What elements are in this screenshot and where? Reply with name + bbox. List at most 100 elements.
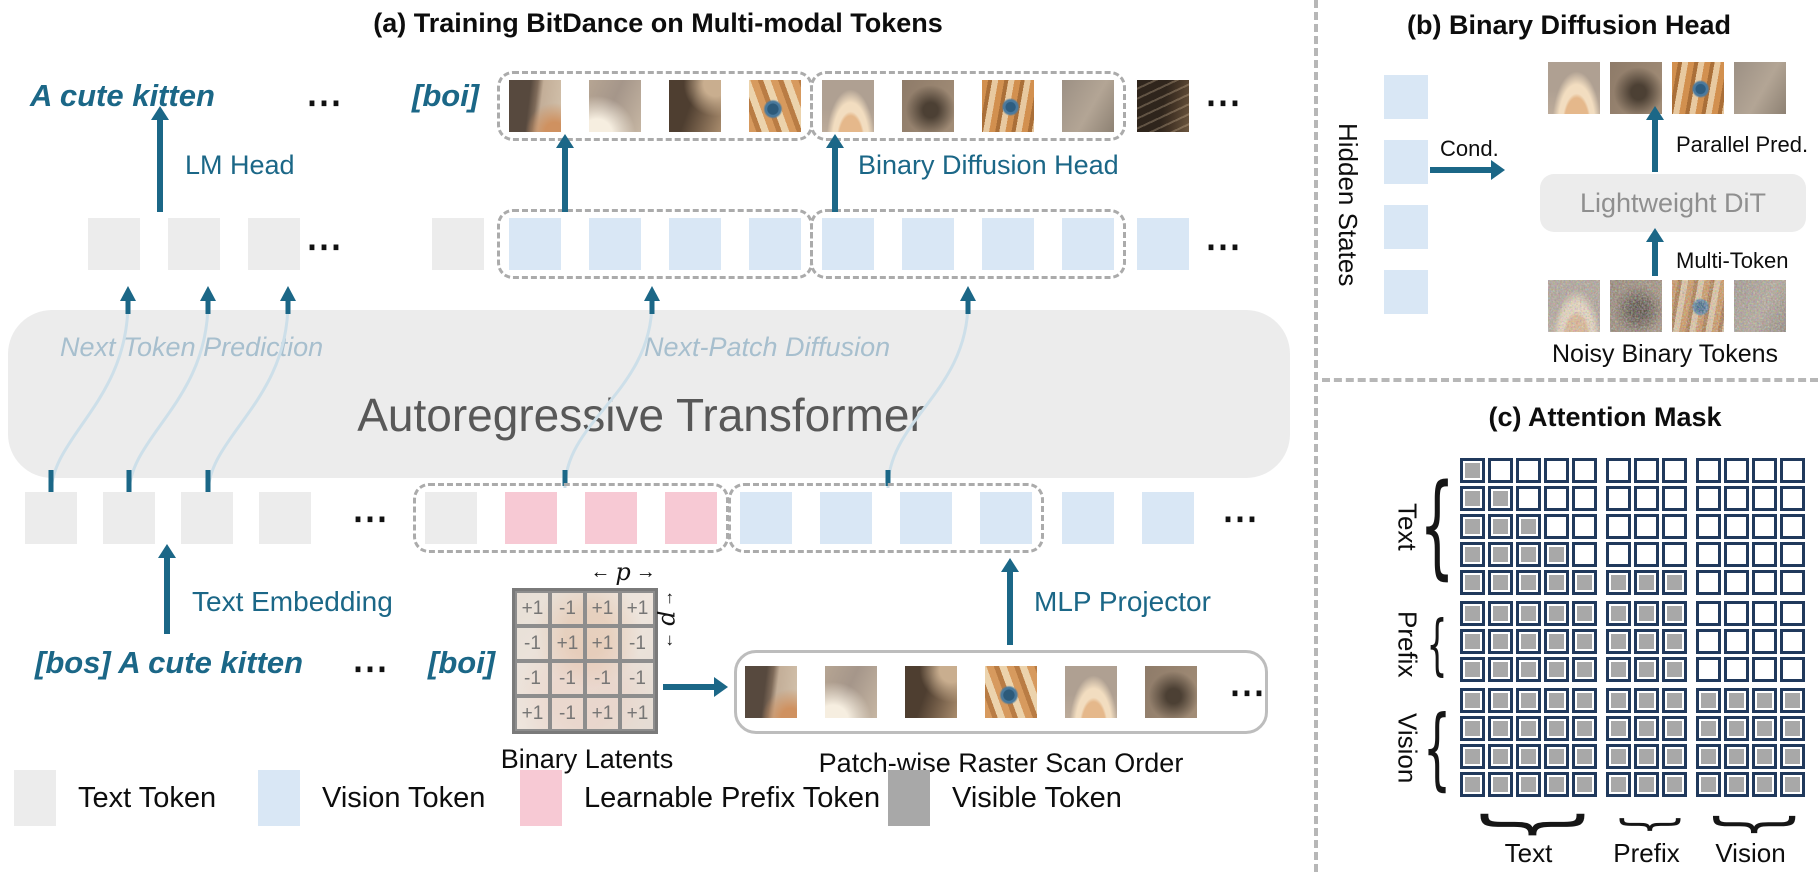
mask-cell-masked <box>1606 486 1631 511</box>
vision-token <box>740 492 792 544</box>
mask-cell-masked <box>1724 570 1749 595</box>
mask-cell-visible <box>1572 688 1597 713</box>
mask-cell-visible <box>1634 772 1659 797</box>
ellipsis-raster: ⋯ <box>1229 671 1267 712</box>
latent-cell: -1 <box>585 661 620 696</box>
vision-token <box>820 492 872 544</box>
mask-row <box>1460 486 1808 511</box>
legend-item: Text Token <box>14 770 216 826</box>
image-patch <box>1145 666 1197 718</box>
image-patch <box>1548 62 1600 114</box>
mask-cell-masked <box>1780 629 1805 654</box>
mask-cell-masked <box>1780 570 1805 595</box>
col-brace: { <box>1698 809 1802 839</box>
p-symbol-vertical: p <box>655 610 684 627</box>
mask-cell-visible <box>1516 688 1541 713</box>
patch-width-dim: ← p → <box>583 558 663 586</box>
horizontal-divider <box>1322 378 1818 382</box>
mask-cell-visible <box>1724 688 1749 713</box>
mask-cell-visible <box>1544 744 1569 769</box>
text-embedding-label: Text Embedding <box>192 586 393 617</box>
text-token <box>25 492 77 544</box>
mask-cell-visible <box>1606 716 1631 741</box>
mask-cell-visible <box>1572 772 1597 797</box>
mask-cell-visible <box>1460 570 1485 595</box>
mask-cell-visible <box>1460 458 1485 483</box>
vision-token <box>669 218 721 270</box>
lm-head-arrow <box>151 106 169 212</box>
text-token <box>88 218 140 270</box>
mask-cell-masked <box>1544 514 1569 539</box>
mask-cell-visible <box>1606 601 1631 626</box>
latent-cell: +1 <box>515 591 550 626</box>
mask-cell-masked <box>1724 542 1749 567</box>
mask-cell-visible <box>1662 772 1687 797</box>
mask-cell-masked <box>1696 458 1721 483</box>
next-patch-diffusion-label: Next-Patch Diffusion <box>644 332 891 362</box>
image-patch <box>982 80 1034 132</box>
attention-mask-grid <box>1460 458 1808 800</box>
boi-token-top: [boi] <box>412 78 480 113</box>
row-brace: { <box>1419 461 1455 591</box>
mask-cell-masked <box>1752 458 1777 483</box>
mask-cell-masked <box>1662 486 1687 511</box>
ellipsis-input-line: ⋯ <box>352 647 390 688</box>
raster-patches <box>745 666 1197 718</box>
ellipsis-mid-right: ⋯ <box>1205 225 1243 266</box>
hidden-state-square <box>1384 75 1428 119</box>
left-arrow-icon: ← <box>590 560 611 583</box>
col-brace: { <box>1608 813 1685 835</box>
autoregressive-transformer-label: Autoregressive Transformer <box>357 389 925 441</box>
mask-cell-visible <box>1488 716 1513 741</box>
legend-item: Visible Token <box>888 770 1122 826</box>
image-patch <box>1734 62 1786 114</box>
legend-label: Learnable Prefix Token <box>584 781 881 814</box>
mask-cell-masked <box>1634 458 1659 483</box>
mask-cell-visible <box>1488 542 1513 567</box>
row-group-label: Vision <box>1392 713 1423 784</box>
mask-cell-masked <box>1752 514 1777 539</box>
noise-overlay <box>1734 280 1786 332</box>
multi-token-arrow <box>1646 228 1664 276</box>
mask-cell-visible <box>1544 629 1569 654</box>
row-brace: { <box>1422 696 1452 800</box>
text-token <box>432 218 484 270</box>
legend-swatch <box>520 770 562 826</box>
mask-cell-visible <box>1460 629 1485 654</box>
mask-cell-visible <box>1662 688 1687 713</box>
vision-token <box>982 218 1034 270</box>
mask-cell-visible <box>1516 570 1541 595</box>
mask-cell-visible <box>1516 601 1541 626</box>
hidden-state-squares <box>1384 75 1428 314</box>
mask-cell-visible <box>1572 629 1597 654</box>
mask-cell-visible <box>1544 542 1569 567</box>
mask-cell-visible <box>1606 657 1631 682</box>
mask-cell-visible <box>1606 744 1631 769</box>
lone-patch-top <box>1137 80 1189 132</box>
mask-cell-visible <box>1488 601 1513 626</box>
ellipsis-mid-left: ⋯ <box>306 225 344 266</box>
cond-arrow <box>1430 160 1505 180</box>
prefix-token <box>585 492 637 544</box>
mask-cell-visible <box>1572 601 1597 626</box>
latent-cell: -1 <box>550 696 585 731</box>
hidden-mid-token <box>432 218 484 270</box>
binary-latents-caption: Binary Latents <box>500 744 674 774</box>
ellipsis-bottom-left: ⋯ <box>352 497 390 538</box>
output-text: A cute kitten <box>30 78 215 113</box>
mask-cell-visible <box>1606 629 1631 654</box>
mask-row <box>1460 688 1808 713</box>
mask-cell-masked <box>1780 458 1805 483</box>
vision-token <box>1062 492 1114 544</box>
mask-cell-visible <box>1488 657 1513 682</box>
mask-cell-visible <box>1460 486 1485 511</box>
text-embedding-arrow <box>158 544 176 634</box>
latent-cell: +1 <box>585 591 620 626</box>
text-token <box>103 492 155 544</box>
mask-cell-visible <box>1488 688 1513 713</box>
mask-row <box>1460 601 1808 626</box>
image-patch <box>669 80 721 132</box>
legend-label: Visible Token <box>952 781 1122 814</box>
mask-cell-visible <box>1460 772 1485 797</box>
mask-cell-masked <box>1488 458 1513 483</box>
